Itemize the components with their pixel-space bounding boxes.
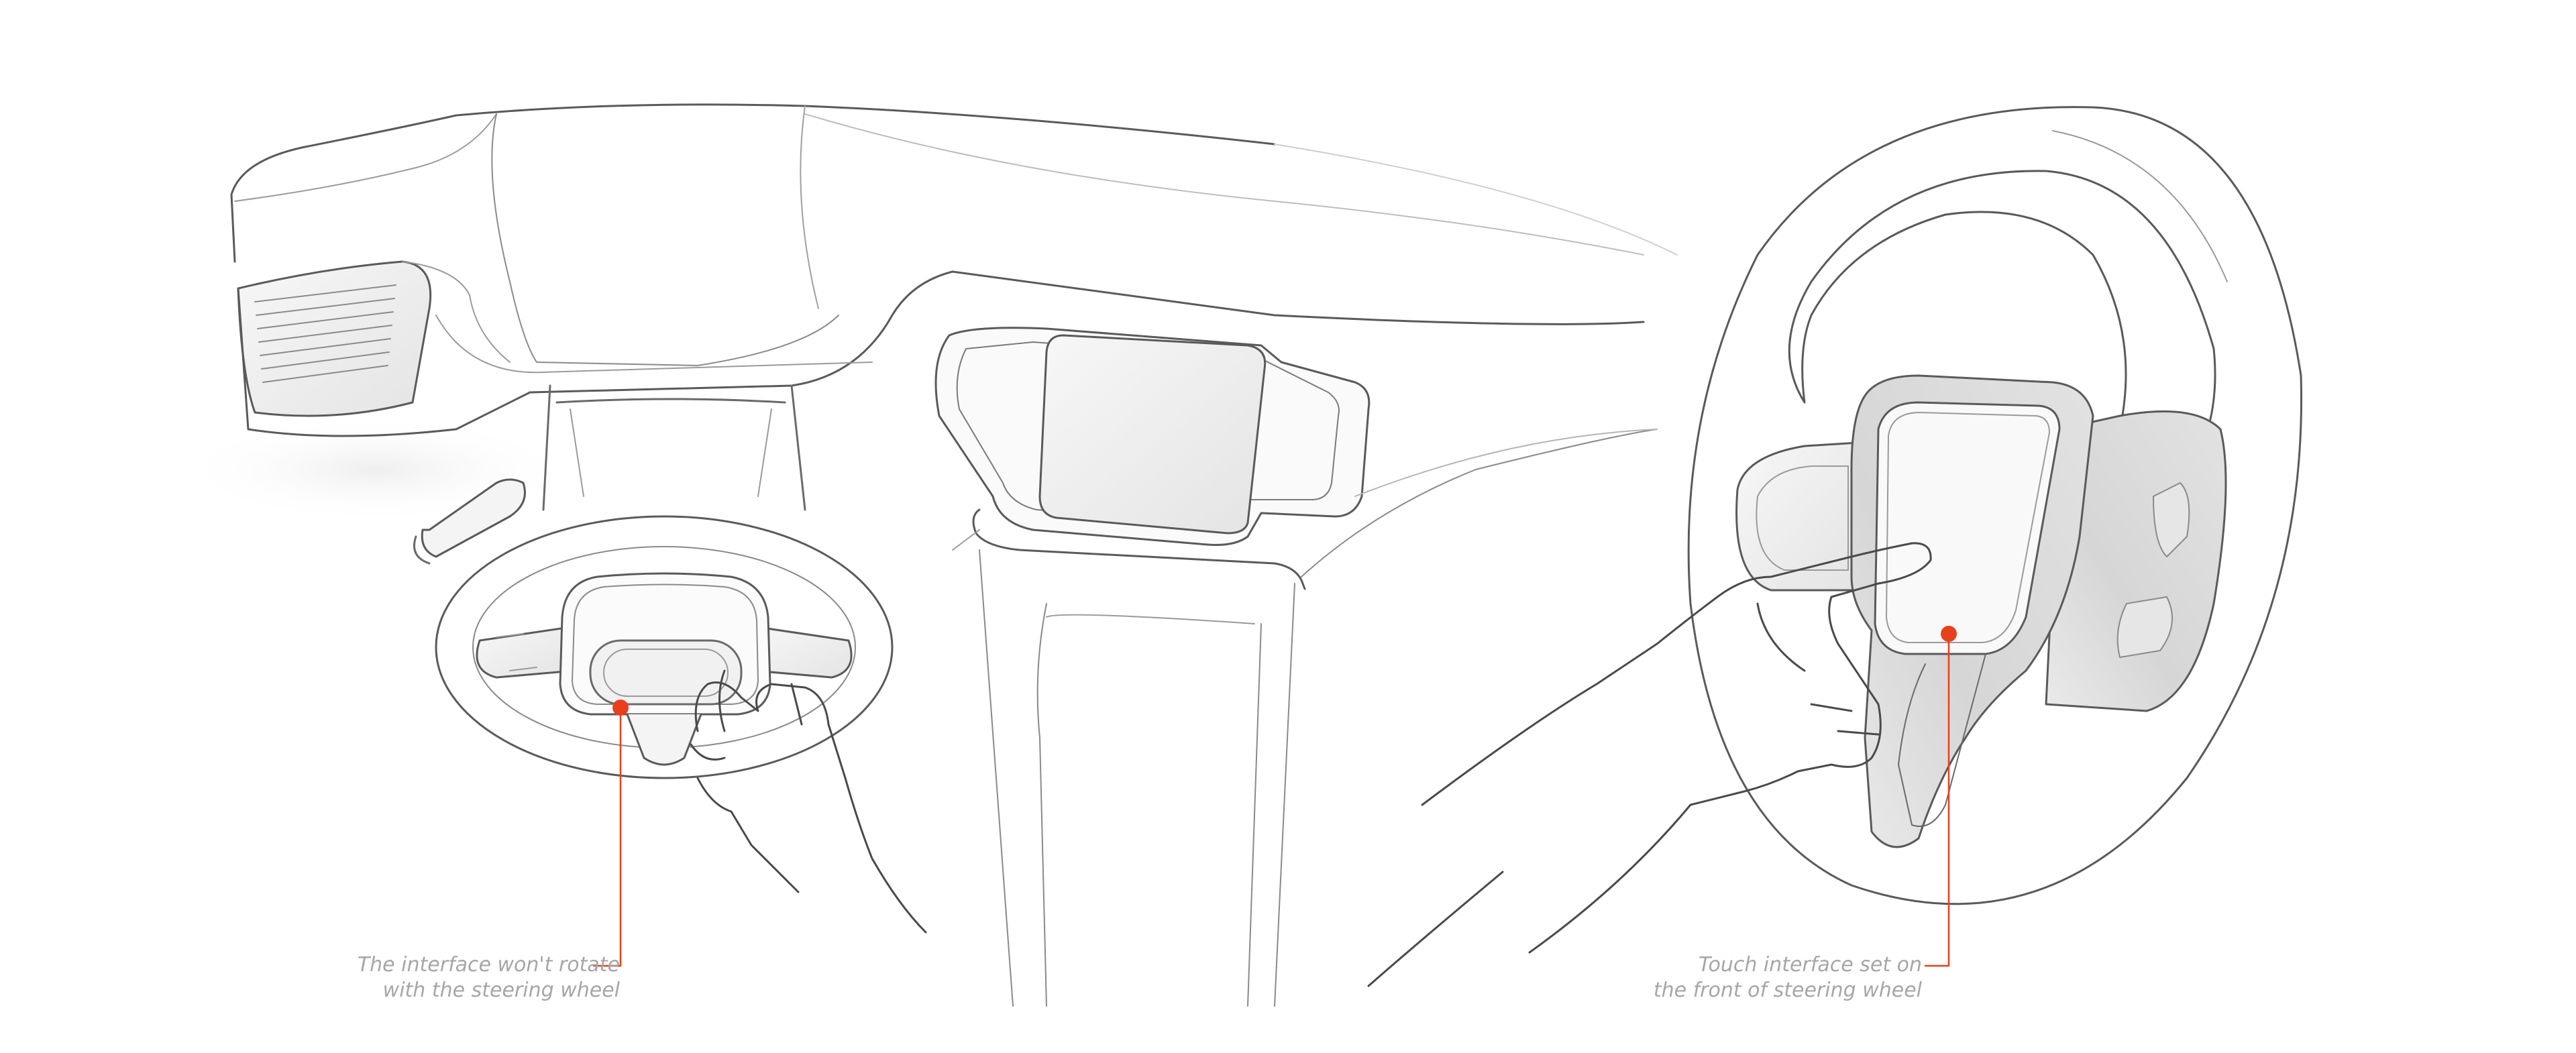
right-caption-line-1: Touch interface set on [1654, 952, 1922, 978]
center-console [979, 550, 1295, 1006]
right-caption-line-2: the front of steering wheel [1654, 978, 1922, 1003]
driver-hand-left [691, 683, 926, 933]
cluster-hood [231, 105, 1275, 262]
left-leader-line [594, 708, 621, 966]
dashboard-view [174, 105, 1677, 1006]
left-caption-line-2: with the steering wheel [358, 978, 620, 1003]
left-callout-dot [612, 700, 629, 716]
left-caption-line-1: The interface won't rotate [358, 952, 620, 978]
left-air-vent [238, 262, 431, 416]
lower-spoke [627, 714, 701, 765]
steering-wheel-closeup [1368, 107, 2302, 986]
right-callout-caption: Touch interface set on the front of stee… [1654, 952, 1922, 1003]
right-callout-dot [1941, 626, 1957, 642]
center-touch-screen [1040, 335, 1265, 533]
left-spoke [477, 627, 574, 677]
callout-leaders [594, 634, 1949, 966]
left-callout-caption: The interface won't rotate with the stee… [358, 952, 620, 1003]
driver-hand-right [1422, 543, 1931, 952]
closeup-left-spoke [1737, 443, 1858, 590]
